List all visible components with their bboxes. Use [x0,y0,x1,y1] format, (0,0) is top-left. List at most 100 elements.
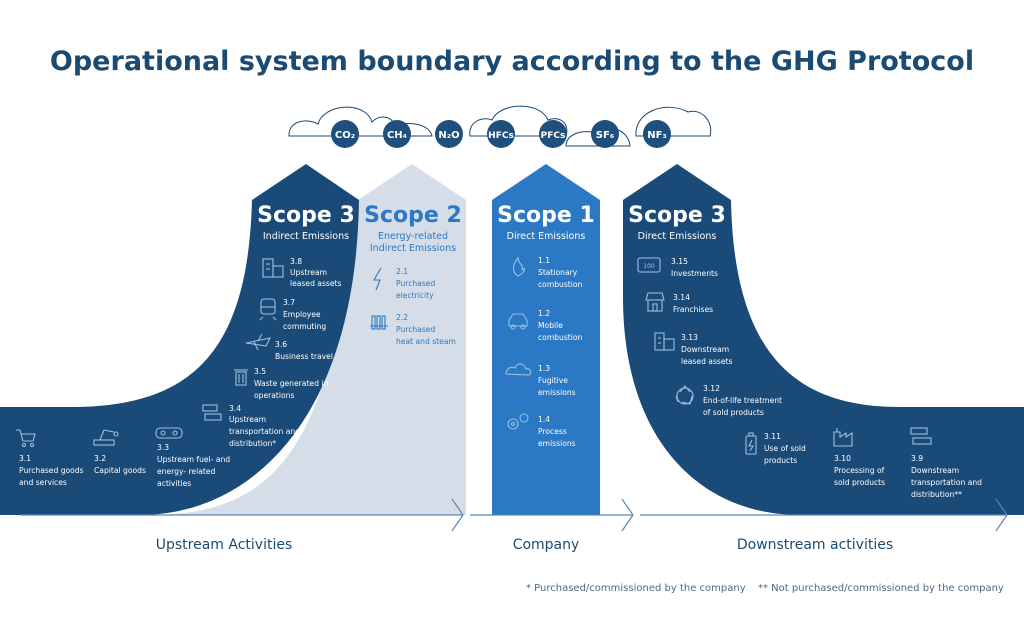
svg-text:Mobile: Mobile [538,321,563,330]
svg-text:distribution**: distribution** [911,490,962,499]
gas-hfcs: HFCs [487,120,515,148]
svg-text:transportation and: transportation and [229,427,300,436]
svg-text:Purchased goods: Purchased goods [19,466,84,475]
svg-text:1.1: 1.1 [538,256,550,265]
svg-text:3.13: 3.13 [681,333,698,342]
robot-arm-icon [93,429,119,446]
svg-text:Purchased: Purchased [396,325,435,334]
gas-pfcs: PFCs [539,120,567,148]
svg-text:Purchased: Purchased [396,279,435,288]
item-3-7: 3.7 Employee commuting [259,298,326,331]
svg-text:Franchises: Franchises [673,305,713,314]
item-2-1: 2.1 Purchased electricity [373,267,435,300]
cloud-right [635,106,712,137]
gas-nf3: NF₃ [643,120,671,148]
svg-text:End-of-life treatment: End-of-life treatment [703,396,782,405]
scope3-upstream-shape [0,164,359,515]
svg-text:Stationary: Stationary [538,268,578,277]
svg-text:Business travel: Business travel [275,352,333,361]
gas-list: CO₂ CH₄ N₂O HFCs PFCs SF₆ NF₃ [331,120,671,148]
diagram-title: Operational system boundary according to… [50,46,974,77]
downstream-label: Downstream activities [737,537,893,553]
item-3-4: 3.4 Upstream transportation and distribu… [202,404,300,448]
scope3-upstream-header: Scope 3 Indirect Emissions [257,203,355,242]
svg-text:3.6: 3.6 [275,340,287,349]
svg-text:3.1: 3.1 [19,454,31,463]
svg-text:3.12: 3.12 [703,384,720,393]
item-1-3: 1.3 Fugitive emissions [505,363,576,397]
svg-text:3.5: 3.5 [254,367,266,376]
svg-text:Downstream: Downstream [681,345,729,354]
svg-text:combustion: combustion [538,333,583,342]
svg-text:1.2: 1.2 [538,309,550,318]
svg-text:SF₆: SF₆ [596,130,614,141]
scope3-downstream-shape [623,164,1024,515]
item-3-8: 3.8 Upstream leased assets [262,257,342,288]
item-3-5: 3.5 Waste generated in operations [234,367,328,400]
item-3-6: 3.6 Business travel [245,333,333,361]
svg-text:3.11: 3.11 [764,432,781,441]
scope1-subtitle: Direct Emissions [507,231,586,242]
gas-n2o: N₂O [435,120,463,148]
airplane-icon [245,333,271,351]
item-1-4: 1.4 Process emissions [507,413,576,448]
train-icon [259,298,277,321]
svg-text:1.3: 1.3 [538,364,550,373]
svg-text:CO₂: CO₂ [335,130,355,141]
svg-text:Processing of: Processing of [834,466,885,475]
svg-text:Investments: Investments [671,269,718,278]
item-1-2: 1.2 Mobile combustion [508,309,583,342]
footnote-single: * Purchased/commissioned by the company [526,583,746,594]
banknote-icon: 100 [637,257,661,273]
svg-text:3.2: 3.2 [94,454,106,463]
scope3-upstream-subtitle: Indirect Emissions [263,231,349,242]
svg-text:Employee: Employee [283,310,321,319]
scope2-subtitle-2: Indirect Emissions [370,243,456,254]
scope1-arrow [492,164,600,515]
svg-text:of sold products: of sold products [703,408,764,417]
svg-text:HFCs: HFCs [488,131,514,141]
svg-text:3.7: 3.7 [283,298,295,307]
svg-text:Upstream: Upstream [290,268,327,277]
fuel-tank-icon [155,427,183,439]
svg-text:1.4: 1.4 [538,415,550,424]
svg-text:transportation and: transportation and [911,478,982,487]
svg-text:leased assets: leased assets [681,357,733,366]
svg-text:3.15: 3.15 [671,257,688,266]
item-3-2: 3.2 Capital goods [93,429,146,475]
svg-text:3.10: 3.10 [834,454,851,463]
item-3-13: 3.13 Downstream leased assets [654,332,733,366]
svg-text:Use of sold: Use of sold [764,444,806,453]
scope1-header: Scope 1 Direct Emissions [497,203,595,242]
gas-co2: CO₂ [331,120,359,148]
item-3-3: 3.3 Upstream fuel- and energy- related a… [155,427,230,488]
downstream-arrow-head [995,498,1008,532]
svg-text:2.1: 2.1 [396,267,408,276]
svg-text:3.3: 3.3 [157,443,169,452]
item-3-11: 3.11 Use of sold products [745,432,806,465]
svg-text:Process: Process [538,427,567,436]
svg-text:3.8: 3.8 [290,257,302,266]
scope3-downstream-title: Scope 3 [628,203,726,228]
svg-text:emissions: emissions [538,388,576,397]
cart-icon [16,429,36,448]
svg-text:operations: operations [254,391,294,400]
svg-text:Downstream: Downstream [911,466,959,475]
gas-ch4: CH₄ [383,120,411,148]
gears-icon [507,413,529,430]
building-icon [654,332,675,351]
item-3-14: 3.14 Franchises [645,292,713,314]
scope3-downstream-subtitle: Direct Emissions [638,231,717,242]
svg-text:Waste generated in: Waste generated in [254,379,328,388]
svg-text:commuting: commuting [283,322,326,331]
scope2-title: Scope 2 [364,203,462,228]
item-1-1: 1.1 Stationary combustion [512,256,583,289]
svg-text:combustion: combustion [538,280,583,289]
upstream-arrow-head [451,498,464,532]
truck-icon [202,404,222,421]
svg-text:3.14: 3.14 [673,293,690,302]
building-icon [262,258,284,278]
item-3-12: 3.12 End-of-life treatment of sold produ… [675,384,782,417]
svg-text:heat and steam: heat and steam [396,337,456,346]
